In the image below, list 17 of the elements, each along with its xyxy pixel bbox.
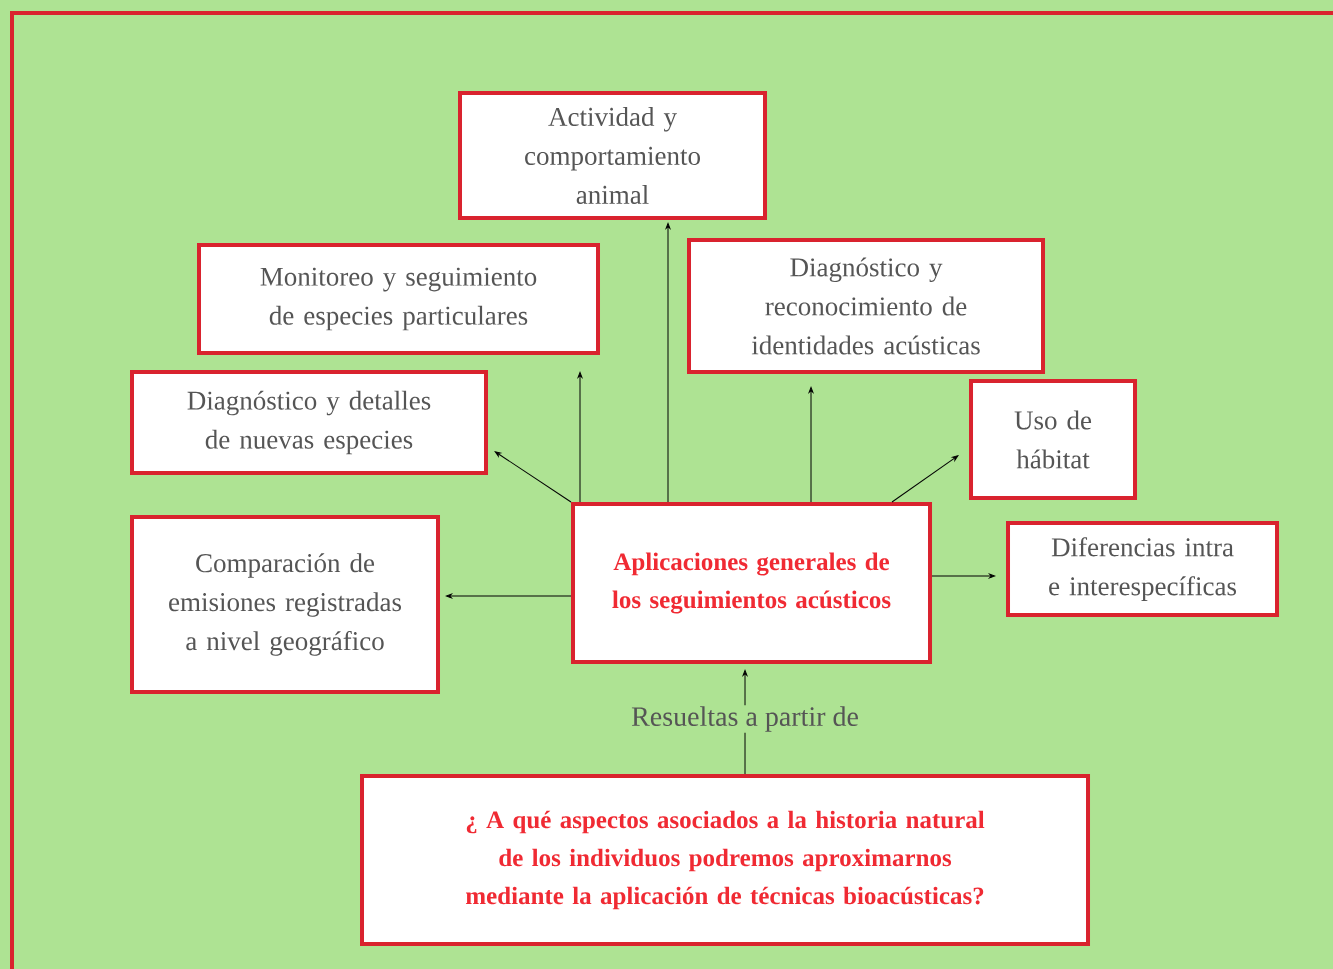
application-box: Diagnóstico y reconocimiento de identidades acústicas bbox=[687, 238, 1045, 374]
question-box: ¿ A qué aspectos asociados a la historia natural de los individuos podremos aproximarnos mediante la aplicación de técnicas bioacústicas? bbox=[360, 774, 1090, 946]
edge-label: Resueltas a partir de bbox=[630, 705, 860, 733]
application-box: Actividad y comportamiento animal bbox=[458, 91, 767, 220]
arrow bbox=[577, 371, 583, 503]
arrow bbox=[891, 455, 959, 503]
arrow bbox=[931, 573, 996, 579]
application-box: Diagnóstico y detalles de nuevas especies bbox=[130, 370, 488, 475]
application-box: Comparación de emisiones registradas a nivel geográfico bbox=[130, 515, 440, 694]
application-box: Monitoreo y seguimiento de especies particulares bbox=[197, 243, 600, 355]
application-box: Uso de hábitat bbox=[969, 379, 1137, 500]
arrow bbox=[445, 593, 572, 599]
arrow bbox=[494, 451, 572, 503]
topic-box: Aplicaciones generales de los seguimientos acústicos bbox=[571, 502, 932, 664]
arrow bbox=[665, 222, 671, 503]
application-box: Diferencias intra e interespecíficas bbox=[1006, 521, 1279, 617]
arrow bbox=[808, 386, 814, 503]
